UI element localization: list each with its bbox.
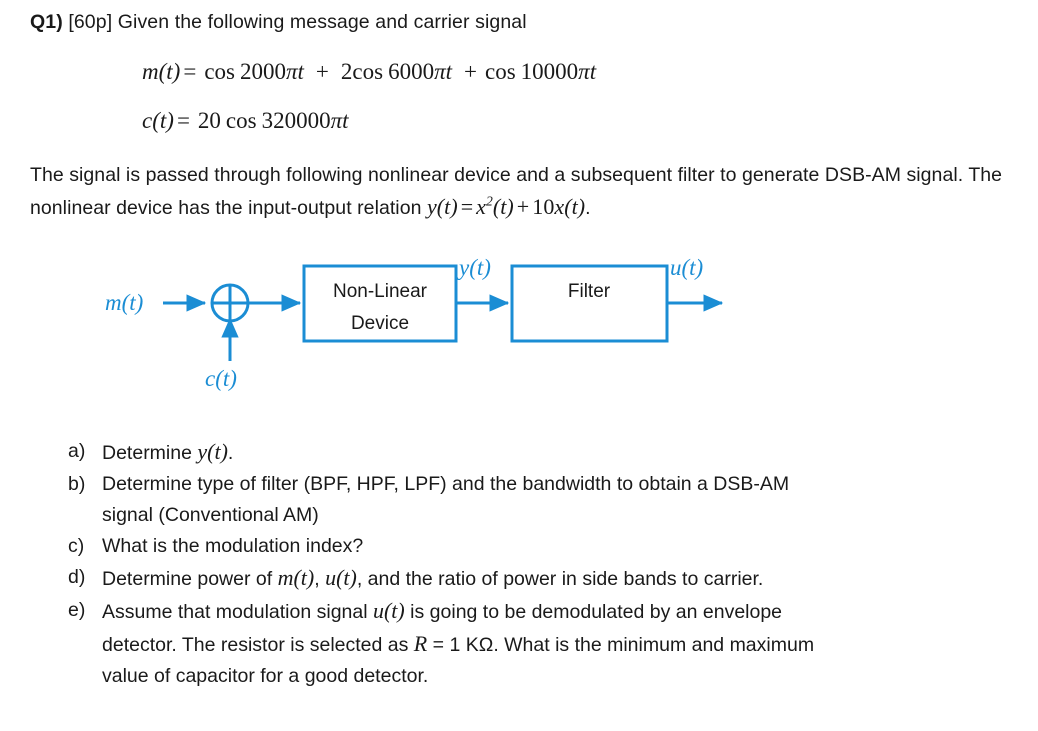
eq2-equals: = (176, 108, 190, 133)
item-d-post: , and the ratio of power in side bands t… (356, 568, 764, 590)
item-a-math: y(t) (197, 439, 228, 464)
item-e-line2-mid: = 1 KΩ. What is the minimum and maximum (427, 634, 815, 656)
paragraph-line-2-prefix: DSB-AM signal. The nonlinear device has … (30, 164, 1003, 219)
list-item-e: e) Assume that modulation signal u(t) is… (68, 595, 988, 692)
diagram-label-m: m(t) (105, 290, 143, 315)
list-item-c: c) What is the modulation index? (68, 531, 988, 562)
filter-label: Filter (568, 281, 611, 302)
list-item-d: d) Determine power of m(t), u(t), and th… (68, 562, 988, 595)
diagram-label-y: y(t) (457, 255, 491, 280)
relation-coefficient: 10 (532, 194, 555, 219)
item-e-math-r: R (413, 631, 428, 656)
eq1-term3-t: t (589, 59, 597, 84)
eq1-plus-2: + (464, 59, 477, 84)
eq1-function-name: m (142, 59, 159, 84)
item-d-math-m: m(t) (277, 565, 315, 590)
eq2-pi: π (330, 108, 343, 133)
question-header-text: Given the following message and carrier … (117, 11, 527, 33)
relation-exponent: 2 (486, 193, 493, 209)
paragraph-line-2-suffix: . (585, 197, 591, 219)
nonlinear-device-block (302, 264, 458, 343)
question-list: a) Determine y(t). b) Determine type of … (68, 436, 988, 692)
nonlinear-relation: y(t)=x2(t)+10x(t) (427, 194, 585, 219)
item-e-math-u: u(t) (372, 598, 405, 623)
list-marker-b: b) (68, 473, 86, 495)
eq1-term3-cos: cos (484, 59, 516, 84)
eq1-term1-cos: cos (204, 59, 235, 84)
item-e-post: is going to be demodulated by an envelop… (404, 601, 783, 623)
eq1-plus-1: + (315, 59, 329, 84)
item-b-line2: signal (Conventional AM) (102, 504, 319, 526)
relation-x2-arg: (t) (564, 194, 586, 219)
eq2-t: t (342, 108, 349, 133)
list-item-b: b) Determine type of filter (BPF, HPF, L… (68, 469, 988, 531)
eq1-term1-t: t (297, 59, 304, 84)
relation-plus: + (516, 194, 530, 219)
relation-x: x (476, 194, 486, 219)
eq1-term1-pi: π (286, 59, 298, 84)
summing-junction (210, 283, 250, 323)
eq1-term1-frequency: 2000 (240, 59, 286, 84)
question-points: [60p] (68, 11, 113, 33)
diagram-label-u: u(t) (670, 255, 703, 280)
list-item-a: a) Determine y(t). (68, 436, 988, 469)
item-d-math-u: u(t) (325, 565, 357, 590)
list-marker-d: d) (68, 566, 86, 588)
list-marker-c: c) (68, 535, 85, 557)
item-b-pre: Determine type of filter (BPF, HPF, LPF)… (102, 473, 790, 495)
eq1-term2-frequency: 6000 (388, 59, 435, 84)
item-d-mid: , (314, 568, 326, 590)
diagram-label-c: c(t) (205, 366, 237, 391)
list-text-e: Assume that modulation signal u(t) is go… (102, 595, 988, 692)
eq1-term2-cos: cos (352, 59, 384, 84)
paragraph-line-1: The signal is passed through following n… (30, 164, 820, 186)
list-text-d: Determine power of m(t), u(t), and the r… (102, 562, 988, 595)
eq2-cos: cos (225, 108, 257, 133)
eq1-term2-pi: π (434, 59, 446, 84)
item-d-pre: Determine power of (102, 568, 278, 590)
block-diagram: m(t) c(t) Non-Linear Device y(t) Filter … (0, 246, 1038, 406)
list-text-a: Determine y(t). (102, 436, 988, 469)
nonlinear-device-label-line2: Device (351, 313, 409, 334)
relation-x-arg: (t) (492, 194, 514, 219)
eq2-function-name: c (142, 108, 153, 133)
list-text-c: What is the modulation index? (102, 535, 364, 557)
item-e-line3: value of capacitor for a good detector. (102, 665, 429, 687)
question-header: Q1) [60p] Given the following message an… (30, 8, 527, 36)
relation-x2: x (554, 194, 565, 219)
relation-y: y (426, 194, 437, 219)
item-e-pre: Assume that modulation signal (102, 601, 373, 623)
filter-block (510, 264, 669, 343)
eq2-amplitude: 20 (197, 108, 221, 133)
eq2-frequency: 320000 (261, 108, 331, 133)
body-paragraph: The signal is passed through following n… (30, 160, 1005, 224)
eq1-term3-pi: π (578, 59, 590, 84)
item-a-pre: Determine (102, 442, 198, 464)
item-a-post: . (227, 442, 234, 464)
list-marker-e: e) (68, 599, 86, 621)
item-e-line2-pre: detector. The resistor is selected as (102, 634, 414, 656)
relation-y-arg: (t) (436, 194, 458, 219)
eq1-term3-frequency: 10000 (520, 59, 579, 84)
question-number: Q1) (30, 11, 63, 33)
eq1-equals: = (183, 59, 197, 84)
relation-equals: = (460, 194, 474, 219)
eq1-argument: (t) (158, 59, 181, 84)
eq1-term2-coefficient: 2 (340, 59, 353, 84)
list-text-b: Determine type of filter (BPF, HPF, LPF)… (102, 469, 988, 531)
eq2-argument: (t) (152, 108, 174, 133)
eq1-term2-t: t (445, 59, 452, 84)
nonlinear-device-label-line1: Non-Linear (333, 281, 428, 302)
list-marker-a: a) (68, 440, 86, 462)
